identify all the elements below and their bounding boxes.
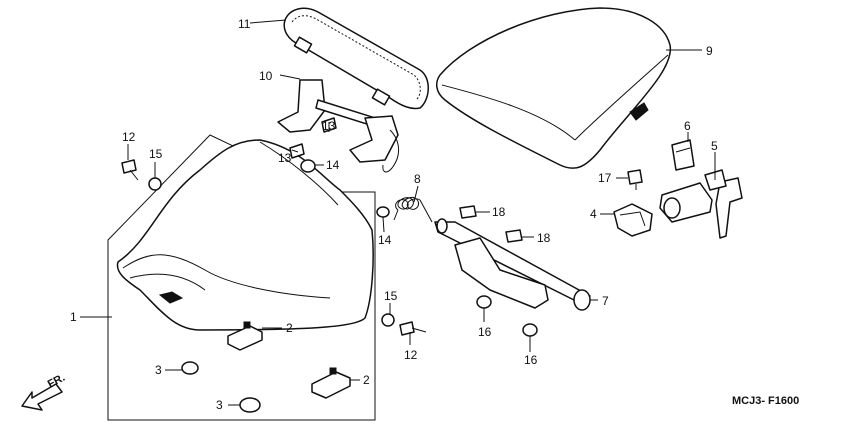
bolt-13b xyxy=(289,143,305,159)
callout-2b: 2 xyxy=(363,373,370,387)
leader-lines xyxy=(80,19,716,406)
callout-17: 17 xyxy=(598,171,612,185)
bolt-18a xyxy=(459,205,477,219)
callout-18a: 18 xyxy=(492,205,506,219)
callout-14b: 14 xyxy=(378,233,392,247)
catch-spring xyxy=(393,196,433,223)
seat-group-frame xyxy=(107,134,376,421)
grommet-16a xyxy=(476,295,492,309)
cushion-3b xyxy=(239,397,261,413)
front-direction-indicator: FR. xyxy=(21,372,67,411)
callout-5: 5 xyxy=(711,139,718,153)
collar-15a xyxy=(148,177,162,191)
rubber-cushion-2a xyxy=(227,321,263,351)
callout-16a: 16 xyxy=(478,325,492,339)
callout-15b: 15 xyxy=(384,289,398,303)
callout-9: 9 xyxy=(706,44,713,58)
lock-cable-clip xyxy=(671,139,695,171)
callout-6: 6 xyxy=(684,119,691,133)
callout-2a: 2 xyxy=(286,321,293,335)
callout-13a: 13 xyxy=(322,119,336,133)
callout-12a: 12 xyxy=(122,130,136,144)
callout-12b: 12 xyxy=(404,348,418,362)
rubber-cushion-2b xyxy=(311,367,351,399)
bolt-18b xyxy=(505,229,523,243)
callout-13b: 13 xyxy=(278,151,292,165)
front-arrow-icon xyxy=(21,383,63,411)
callout-labels: 1 2 2 3 3 4 5 6 7 8 9 10 11 12 12 13 13 … xyxy=(70,17,718,412)
callout-4: 4 xyxy=(590,207,597,221)
callout-7: 7 xyxy=(602,294,609,308)
callout-8: 8 xyxy=(414,172,421,186)
front-label: FR. xyxy=(46,372,67,391)
callout-1: 1 xyxy=(70,310,77,324)
main-seat xyxy=(116,139,374,331)
callout-14a: 14 xyxy=(326,158,340,172)
bolt-17 xyxy=(627,169,643,190)
seat-bracket xyxy=(277,79,399,173)
callout-16b: 16 xyxy=(524,353,538,367)
lock-holder xyxy=(613,203,653,237)
callout-18b: 18 xyxy=(537,231,551,245)
collar-15b xyxy=(381,313,395,327)
callout-15a: 15 xyxy=(149,147,163,161)
diagram-code: MCJ3- F1600 xyxy=(732,395,799,407)
pillion-seat xyxy=(435,7,671,169)
seat-lock-arm xyxy=(434,218,591,311)
nut-14b xyxy=(376,206,390,218)
callout-11: 11 xyxy=(238,17,251,31)
grommet-16b xyxy=(522,323,538,337)
cushion-3a xyxy=(181,361,199,375)
bolt-12b xyxy=(399,321,427,336)
grab-rail xyxy=(283,7,429,110)
callout-3a: 3 xyxy=(155,363,162,377)
nut-14a xyxy=(300,159,316,173)
callout-10: 10 xyxy=(259,69,273,83)
callout-3b: 3 xyxy=(216,398,223,412)
lock-cylinder xyxy=(659,182,713,223)
bolt-12a xyxy=(121,159,139,181)
